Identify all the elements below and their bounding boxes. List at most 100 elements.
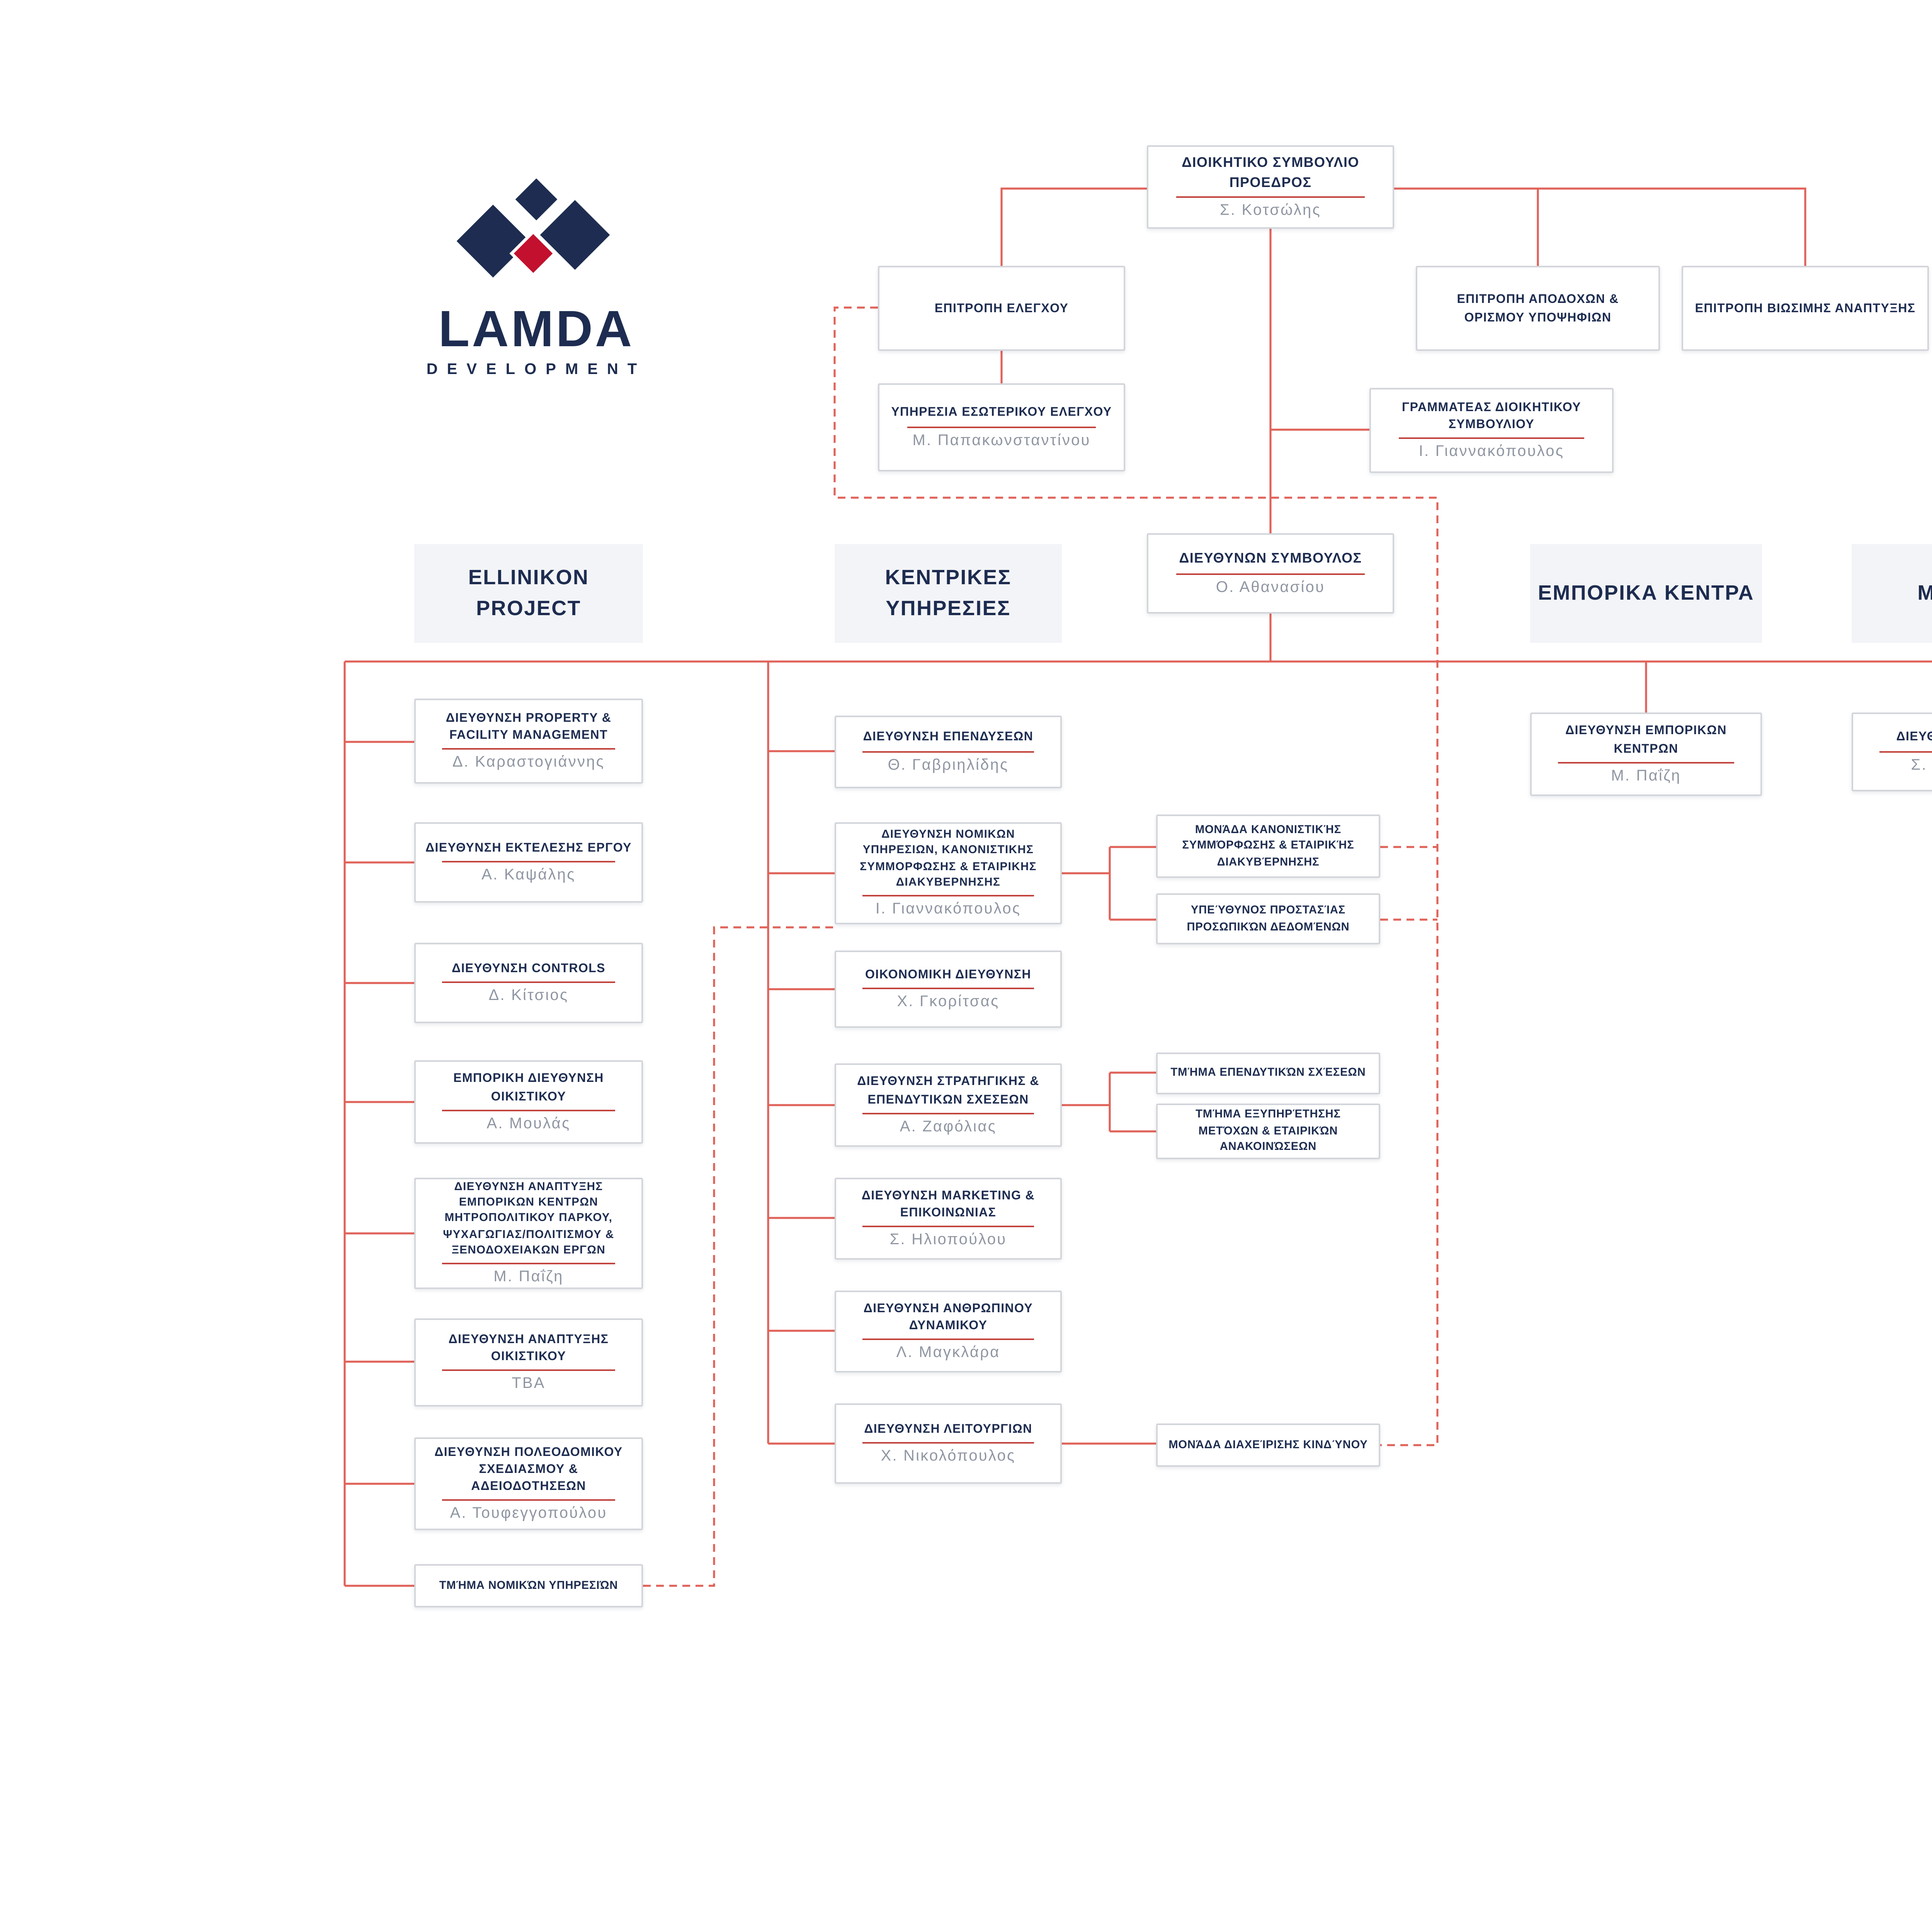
node-person: Α. Καψάλης bbox=[481, 867, 576, 884]
node-title: ΕΜΠΟΡΙΚΗ ΔΙΕΥΘΥΝΣΗ ΟΙΚΙΣΤΙΚΟΥ bbox=[453, 1071, 604, 1103]
title-underline bbox=[1398, 437, 1585, 439]
section-malls: ΕΜΠΟΡΙΚΑ ΚΕΝΤΡΑ bbox=[1530, 544, 1762, 643]
node-title: ΔΙΕΥΘΥΝΣΗ ΕΜΠΟΡΙΚΩΝ ΚΕΝΤΡΩΝ bbox=[1565, 724, 1727, 755]
node-title: Τμήμα Νομικών Υπηρεσιών bbox=[439, 1577, 618, 1592]
node-person: Α. Τουφεγγοπούλου bbox=[450, 1506, 607, 1523]
node-finance: ΟΙΚΟΝΟΜΙΚΗ ΔΙΕΥΘΥΝΣΗ Χ. Γκορίτσας bbox=[835, 951, 1062, 1028]
logo-subtitle-text: DEVELOPMENT bbox=[426, 362, 646, 379]
title-underline bbox=[906, 426, 1097, 428]
title-underline bbox=[862, 895, 1035, 897]
node-title: ΔΙΕΥΘΥΝΣΗ ΛΕΙΤΟΥΡΓΙΩΝ bbox=[864, 1422, 1032, 1436]
section-label: ΜΑΡΙΝΕΣ bbox=[1917, 578, 1932, 609]
node-board: ΔΙΟΙΚΗΤΙΚΟ ΣΥΜΒΟΥΛΙΟ ΠΡΟΕΔΡΟΣ Σ. Κοτσώλη… bbox=[1147, 145, 1394, 229]
title-underline bbox=[862, 1226, 1035, 1228]
title-underline bbox=[441, 1500, 616, 1502]
compliance-dpo-dashed-stubs bbox=[1380, 846, 1437, 921]
title-underline bbox=[441, 748, 616, 750]
node-title: ΔΙΕΥΘΥΝΣΗ ΑΝΑΠΤΥΞΗΣ ΟΙΚΙΣΤΙΚΟΥ bbox=[448, 1332, 609, 1363]
central-stub-lines bbox=[768, 750, 835, 1445]
title-underline bbox=[441, 1109, 616, 1111]
node-person: Μ. Παπακωνσταντίνου bbox=[912, 432, 1091, 449]
title-underline bbox=[1879, 750, 1932, 752]
node-person: Δ. Καραστογιάννης bbox=[452, 754, 605, 772]
node-retail-park-hotel-development: ΔΙΕΥΘΥΝΣΗ ΑΝΑΠΤΥΞΗΣ ΕΜΠΟΡΙΚΩΝ ΚΕΝΤΡΩΝ ΜΗ… bbox=[414, 1178, 643, 1289]
title-underline bbox=[862, 1112, 1035, 1114]
logo-diamond-red bbox=[509, 230, 557, 277]
node-person: Ο. Αθανασίου bbox=[1216, 579, 1325, 597]
node-title: ΕΠΙΤΡΟΠΗ ΑΠΟΔΟΧΩΝ & ΟΡΙΣΜΟΥ ΥΠΟΨΗΦΙΩΝ bbox=[1457, 293, 1619, 324]
node-title: ΔΙΕΥΘΥΝΣΗ ΠΟΛΕΟΔΟΜΙΚΟΥ ΣΧΕΔΙΑΣΜΟΥ & ΑΔΕΙ… bbox=[434, 1444, 623, 1493]
section-ellinikon-project: ELLINIKON PROJECT bbox=[414, 544, 643, 643]
title-underline bbox=[862, 988, 1035, 990]
node-person: Α. Μουλάς bbox=[486, 1115, 571, 1133]
node-board-secretary: ΓΡΑΜΜΑΤΕΑΣ ΔΙΟΙΚΗΤΙΚΟΥ ΣΥΜΒΟΥΛΙΟΥ Ι. Για… bbox=[1369, 388, 1614, 473]
node-audit-committee: ΕΠΙΤΡΟΠΗ ΕΛΕΓΧΟΥ bbox=[878, 266, 1125, 351]
node-person: Σ. Κοτσώλης bbox=[1220, 202, 1321, 220]
node-title: ΔΙΕΥΘΥΝΣΗ MARKETING & ΕΠΙΚΟΙΝΩΝΙΑΣ bbox=[861, 1188, 1035, 1219]
node-malls-directorate: ΔΙΕΥΘΥΝΣΗ ΕΜΠΟΡΙΚΩΝ ΚΕΝΤΡΩΝ Μ. Παΐζη bbox=[1530, 713, 1762, 796]
title-underline bbox=[441, 861, 616, 863]
node-sustainability-committee: ΕΠΙΤΡΟΠΗ ΒΙΩΣΙΜΗΣ ΑΝΑΠΤΥΞΗΣ bbox=[1682, 266, 1929, 351]
node-property-facility-management: ΔΙΕΥΘΥΝΣΗ PROPERTY & FACILITY MANAGEMENT… bbox=[414, 699, 643, 784]
node-strategy-investor-relations: ΔΙΕΥΘΥΝΣΗ ΣΤΡΑΤΗΓΙΚΗΣ & ΕΠΕΝΔΥΤΙΚΩΝ ΣΧΕΣ… bbox=[835, 1063, 1062, 1147]
node-person: Μ. Παΐζη bbox=[1611, 767, 1681, 785]
title-underline bbox=[441, 981, 616, 983]
node-project-execution: ΔΙΕΥΘΥΝΣΗ ΕΚΤΕΛΕΣΗΣ ΕΡΓΟΥ Α. Καψάλης bbox=[414, 822, 643, 903]
node-urban-planning-permitting: ΔΙΕΥΘΥΝΣΗ ΠΟΛΕΟΔΟΜΙΚΟΥ ΣΧΕΔΙΑΣΜΟΥ & ΑΔΕΙ… bbox=[414, 1437, 643, 1530]
node-title: Υπεύθυνος Προστασίας Προσωπικών Δεδομένω… bbox=[1187, 902, 1350, 933]
logo-diamond-left bbox=[452, 200, 534, 282]
node-internal-audit: ΥΠΗΡΕΣΙΑ ΕΣΩΤΕΡΙΚΟΥ ΕΛΕΓΧΟΥ Μ. Παπακωνστ… bbox=[878, 383, 1125, 471]
node-title: Μονάδα Διαχείρισης Κινδύνου bbox=[1168, 1437, 1368, 1451]
node-title: ΓΡΑΜΜΑΤΕΑΣ ΔΙΟΙΚΗΤΙΚΟΥ ΣΥΜΒΟΥΛΙΟΥ bbox=[1401, 400, 1582, 431]
title-underline bbox=[1175, 573, 1366, 575]
node-person: Ι. Γιαννακόπουλος bbox=[1418, 444, 1565, 461]
strategy-subunits-line bbox=[1060, 1071, 1156, 1133]
node-title: ΔΙΕΥΘΥΝΣΗ ΑΝΑΠΤΥΞΗΣ ΕΜΠΟΡΙΚΩΝ ΚΕΝΤΡΩΝ ΜΗ… bbox=[443, 1179, 614, 1257]
node-title: ΔΙΟΙΚΗΤΙΚΟ ΣΥΜΒΟΥΛΙΟ ΠΡΟΕΔΡΟΣ bbox=[1182, 154, 1359, 189]
node-title: ΔΙΕΥΘΥΝΣΗ CONTROLS bbox=[452, 961, 605, 975]
node-person: Δ. Κίτσιος bbox=[488, 988, 569, 1005]
node-controls: ΔΙΕΥΘΥΝΣΗ CONTROLS Δ. Κίτσιος bbox=[414, 943, 643, 1023]
node-person: Α. Ζαφόλιας bbox=[900, 1118, 997, 1136]
node-title: Τμήμα Επενδυτικών Σχέσεων bbox=[1170, 1065, 1366, 1079]
node-operations: ΔΙΕΥΘΥΝΣΗ ΛΕΙΤΟΥΡΓΙΩΝ Χ. Νικολόπουλος bbox=[835, 1403, 1062, 1484]
node-title: ΔΙΕΥΘΥΝΣΗ ΕΠΕΝΔΥΣΕΩΝ bbox=[863, 730, 1034, 744]
legal-department-dashed-line bbox=[643, 926, 835, 1587]
title-underline bbox=[862, 1442, 1035, 1444]
node-title: ΔΙΕΥΘΥΝΣΗ ΑΝΘΡΩΠΙΝΟΥ ΔΥΝΑΜΙΚΟΥ bbox=[863, 1301, 1033, 1332]
node-title: ΔΙΕΥΘΥΝΣΗ ΝΟΜΙΚΩΝ ΥΠΗΡΕΣΙΩΝ, ΚΑΝΟΝΙΣΤΙΚΗ… bbox=[860, 827, 1037, 889]
section-label: ΚΕΝΤΡΙΚΕΣ ΥΠΗΡΕΣΙΕΣ bbox=[885, 566, 1012, 620]
legal-subunits-line bbox=[1060, 846, 1156, 921]
node-remuneration-committee: ΕΠΙΤΡΟΠΗ ΑΠΟΔΟΧΩΝ & ΟΡΙΣΜΟΥ ΥΠΟΨΗΦΙΩΝ bbox=[1416, 266, 1660, 351]
title-underline bbox=[862, 750, 1035, 752]
node-risk-management-unit: Μονάδα Διαχείρισης Κινδύνου bbox=[1156, 1423, 1380, 1467]
ellinikon-stub-lines bbox=[345, 741, 414, 1587]
node-title: ΔΙΕΥΘΥΝΣΗ ΜΑΡΙΝΩΝ bbox=[1896, 730, 1932, 744]
section-label: ELLINIKON PROJECT bbox=[468, 566, 589, 620]
node-title: ΕΠΙΤΡΟΠΗ ΒΙΩΣΙΜΗΣ ΑΝΑΠΤΥΞΗΣ bbox=[1695, 301, 1916, 315]
section-marinas: ΜΑΡΙΝΕΣ bbox=[1852, 544, 1932, 643]
node-ceo: ΔΙΕΥΘΥΝΩΝ ΣΥΜΒΟΥΛΟΣ Ο. Αθανασίου bbox=[1147, 533, 1394, 614]
node-marinas-directorate: ΔΙΕΥΘΥΝΣΗ ΜΑΡΙΝΩΝ Σ. Κατσικάδης bbox=[1852, 713, 1932, 791]
logo-diamond-top bbox=[511, 174, 562, 225]
node-title: ΔΙΕΥΘΥΝΣΗ ΣΤΡΑΤΗΓΙΚΗΣ & ΕΠΕΝΔΥΤΙΚΩΝ ΣΧΕΣ… bbox=[857, 1075, 1039, 1106]
node-compliance-governance-unit: Μονάδα Κανονιστικής Συμμόρφωσης & Εταιρι… bbox=[1156, 815, 1380, 878]
node-person: Σ. Κατσικάδης bbox=[1911, 757, 1932, 774]
title-underline bbox=[441, 1263, 616, 1265]
node-person: Σ. Ηλιοπούλου bbox=[889, 1232, 1007, 1249]
node-person: Χ. Νικολόπουλος bbox=[881, 1448, 1016, 1466]
node-data-protection-officer: Υπεύθυνος Προστασίας Προσωπικών Δεδομένω… bbox=[1156, 893, 1380, 944]
node-title: ΔΙΕΥΘΥΝΩΝ ΣΥΜΒΟΥΛΟΣ bbox=[1179, 550, 1362, 566]
node-human-resources: ΔΙΕΥΘΥΝΣΗ ΑΝΘΡΩΠΙΝΟΥ ΔΥΝΑΜΙΚΟΥ Λ. Μαγκλά… bbox=[835, 1291, 1062, 1372]
node-person: ΤΒΑ bbox=[512, 1376, 546, 1393]
node-person: Μ. Παΐζη bbox=[493, 1269, 564, 1287]
node-title: ΥΠΗΡΕΣΙΑ ΕΣΩΤΕΡΙΚΟΥ ΕΛΕΓΧΟΥ bbox=[891, 405, 1112, 420]
node-legal-services-department: Τμήμα Νομικών Υπηρεσιών bbox=[414, 1564, 643, 1607]
lamda-logo-mark bbox=[452, 174, 614, 282]
node-title: ΔΙΕΥΘΥΝΣΗ ΕΚΤΕΛΕΣΗΣ ΕΡΓΟΥ bbox=[425, 840, 632, 855]
node-investor-relations-department: Τμήμα Επενδυτικών Σχέσεων bbox=[1156, 1053, 1380, 1094]
node-investments: ΔΙΕΥΘΥΝΣΗ ΕΠΕΝΔΥΣΕΩΝ Θ. Γαβριηλίδης bbox=[835, 716, 1062, 788]
title-underline bbox=[862, 1338, 1035, 1340]
logo-brand-text: LAMDA bbox=[438, 300, 634, 357]
